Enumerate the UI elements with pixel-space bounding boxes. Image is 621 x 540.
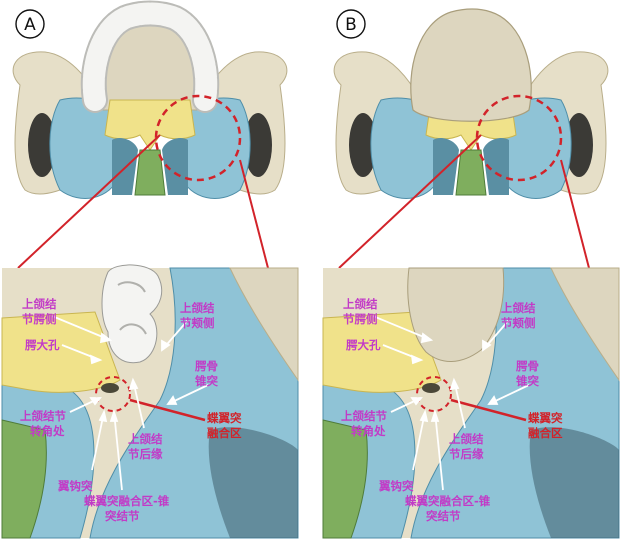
label-maxillary-tuberosity-buccal: 上颌结节颊侧 xyxy=(180,301,215,330)
label-greater-palatine-foramen: 腭大孔 xyxy=(346,338,381,352)
zoom-view-a: 上颌结节腭侧 上颌结节颊侧 腭大孔 腭骨锥突 上颌结节转角处 蝶翼突融合区 上颌… xyxy=(2,265,298,538)
panel-b: 上颌结节腭侧 上颌结节颊侧 腭大孔 腭骨锥突 上颌结节转角处 蝶翼突融合区 上颌… xyxy=(321,0,621,540)
edentulous-ridge xyxy=(411,9,531,121)
label-pyramidal-process: 腭骨锥突 xyxy=(516,359,539,388)
panel-letter: A xyxy=(24,15,36,35)
diagram-b: 上颌结节腭侧 上颌结节颊侧 腭大孔 腭骨锥突 上颌结节转角处 蝶翼突融合区 上颌… xyxy=(321,0,621,540)
panel-letter: B xyxy=(345,15,357,35)
label-maxillary-tuberosity-buccal: 上颌结节颊侧 xyxy=(501,301,536,330)
label-maxillary-tuberosity-palatal: 上颌结节腭侧 xyxy=(343,297,378,326)
label-tuberosity-posterior: 上颌结节后缘 xyxy=(128,432,163,461)
label-maxillary-tuberosity-palatal: 上颌结节腭侧 xyxy=(22,297,57,326)
label-hamulus: 翼钩突 xyxy=(378,479,414,493)
zoom-view-b: 上颌结节腭侧 上颌结节颊侧 腭大孔 腭骨锥突 上颌结节转角处 蝶翼突融合区 上颌… xyxy=(323,268,619,538)
diagram-a: 上颌结节腭侧 上颌结节颊侧 腭大孔 腭骨锥突 上颌结节转角处 蝶翼突融合区 上颌… xyxy=(0,0,300,540)
label-pyramidal-process: 腭骨锥突 xyxy=(195,359,218,388)
label-fusion-area: 蝶翼突融合区 xyxy=(528,411,563,440)
skull-view-b xyxy=(334,9,608,198)
skull-view-a xyxy=(13,10,287,198)
label-fusion-area: 蝶翼突融合区 xyxy=(207,411,242,440)
label-hamulus: 翼钩突 xyxy=(57,479,93,493)
label-tuberosity-posterior: 上颌结节后缘 xyxy=(449,432,484,461)
label-greater-palatine-foramen: 腭大孔 xyxy=(25,338,60,352)
panel-a: 上颌结节腭侧 上颌结节颊侧 腭大孔 腭骨锥突 上颌结节转角处 蝶翼突融合区 上颌… xyxy=(0,0,300,540)
